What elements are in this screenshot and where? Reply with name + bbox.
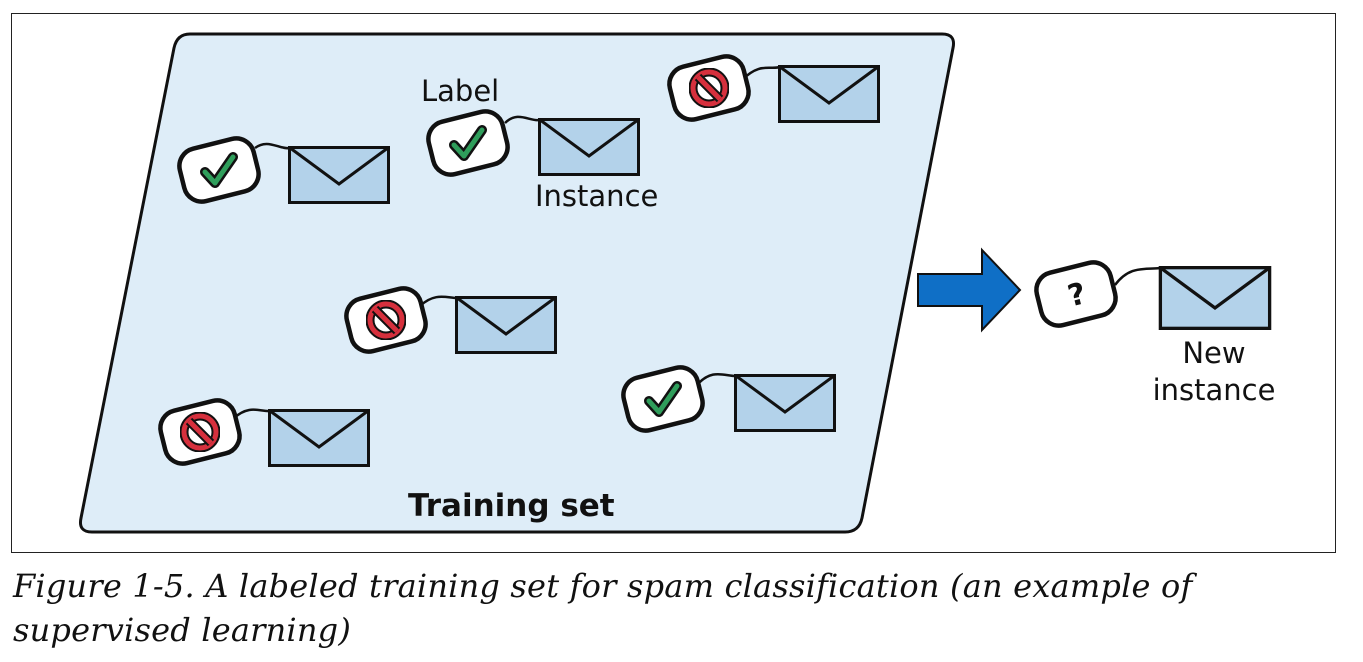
no-entry-icon [370,304,402,336]
training-instance-4 [343,285,557,356]
training-instance-5 [620,364,836,435]
envelope-icon [538,118,640,176]
envelope-icon [268,409,370,467]
training-instance-1 [176,135,390,206]
new-instance-label-line2: instance [1153,373,1276,407]
training-instance-3 [666,53,880,124]
no-entry-icon [693,72,725,104]
right-arrow-icon [917,247,1022,333]
new-instance: ? [1033,259,1272,330]
envelope-icon [288,146,390,204]
figure-frame [11,13,1336,553]
training-instance-6 [157,397,370,468]
envelope-icon [455,296,557,354]
connector-line [254,142,291,150]
instance-annotation: Instance [535,179,658,213]
envelope-icon [778,65,880,123]
new-instance-label-line1: New [1182,336,1245,370]
figure-caption: Figure 1-5. A labeled training set for s… [13,567,1193,649]
envelope-icon [734,374,836,432]
no-entry-icon [184,416,216,448]
envelope-icon [1158,266,1272,330]
connector-line [696,372,737,386]
label-annotation: Label [421,74,499,108]
connector-line [504,115,541,124]
training-instance-2 [425,108,640,179]
training-set-label: Training set [408,488,615,524]
connector-line [1114,266,1161,286]
connector-line [419,295,458,307]
connector-line [233,408,271,419]
